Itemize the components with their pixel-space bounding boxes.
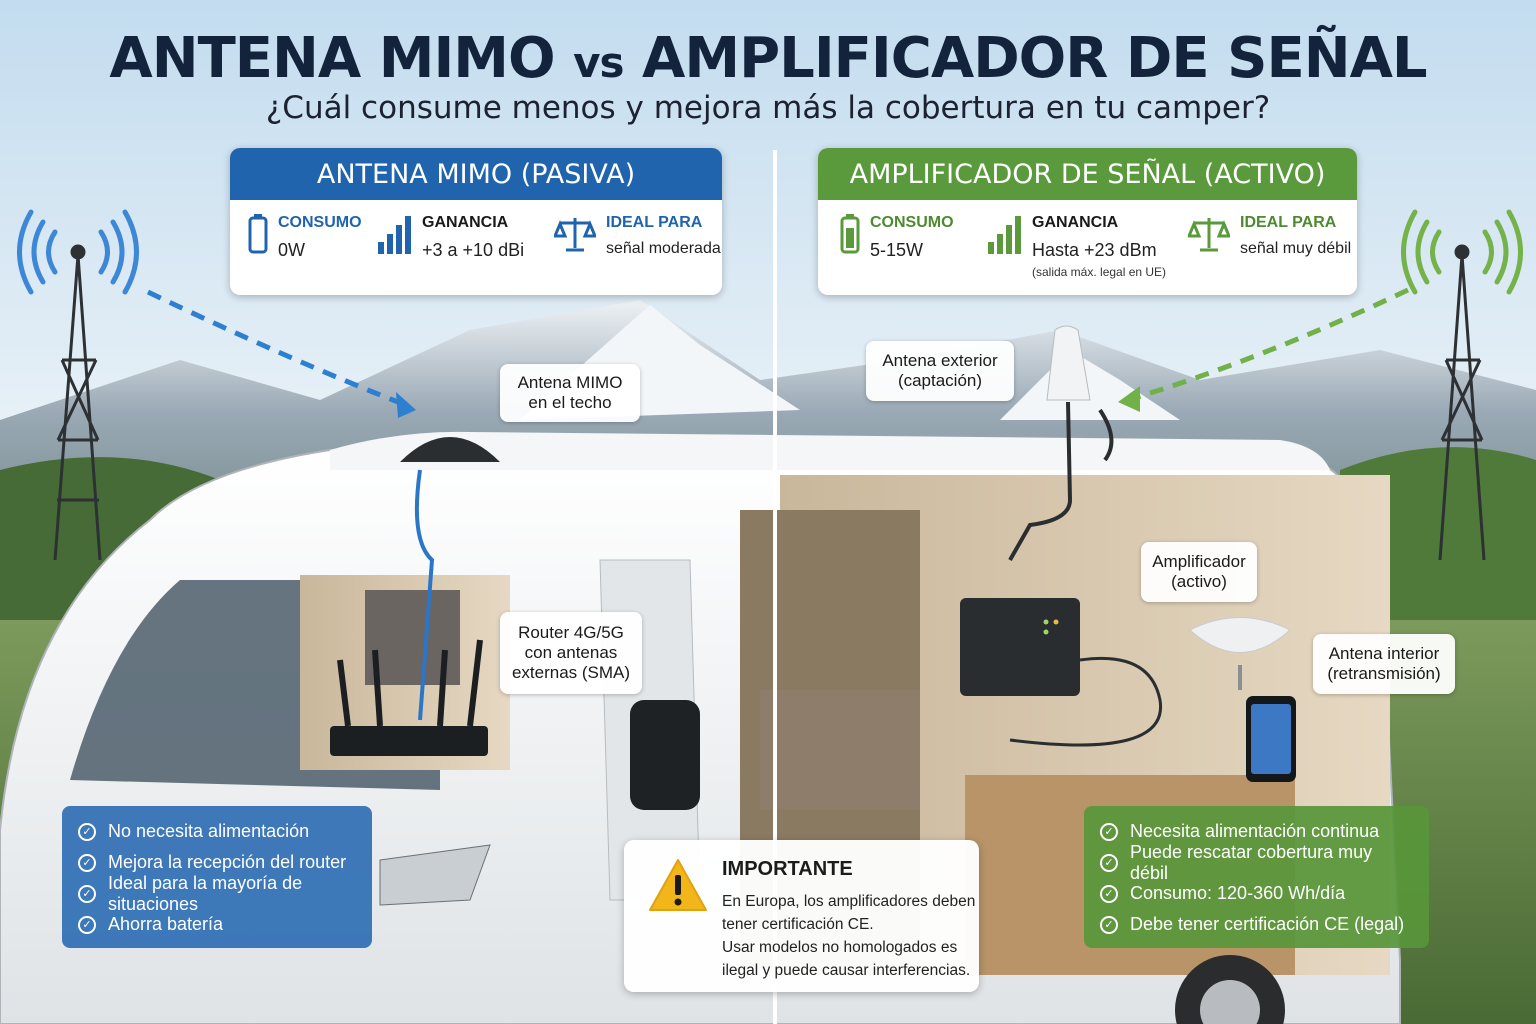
check-icon: ✓ <box>78 853 96 872</box>
mimo-consumo: CONSUMO 0W <box>248 214 362 261</box>
list-item: ✓Consumo: 120-360 Wh/día <box>1100 878 1413 909</box>
exterior-antenna-device <box>1008 325 1114 561</box>
callout-amplificador-line2: (activo) <box>1171 572 1227 591</box>
mimo-benefits-list: ✓No necesita alimentación ✓Mejora la rec… <box>62 806 372 948</box>
cell-tower-left <box>53 244 102 561</box>
mimo-antenna-device <box>400 437 500 721</box>
battery-icon <box>840 214 860 254</box>
warning-title: IMPORTANTE <box>722 858 853 880</box>
list-item: ✓Puede rescatar cobertura muy débil <box>1100 842 1413 883</box>
amplifier-ganancia-note: (salida máx. legal en UE) <box>1032 265 1167 279</box>
callout-router-line1: Router 4G/5G <box>518 623 624 642</box>
callout-amplificador: Amplificador (activo) <box>1141 542 1257 602</box>
callout-antena-exterior: Antena exterior (captación) <box>866 341 1014 401</box>
check-icon: ✓ <box>1100 853 1118 872</box>
cell-tower-right <box>1438 244 1486 561</box>
callout-antena-interior-line2: (retransmisión) <box>1327 664 1441 683</box>
router-device <box>330 639 488 756</box>
signal-arrow-right <box>1127 287 1410 403</box>
amplifier-consumo-value: 5-15W <box>870 240 924 260</box>
amplifier-ganancia: GANANCIA Hasta +23 dBm (salida máx. lega… <box>988 214 1166 279</box>
callout-antena-interior-line1: Antena interior <box>1328 644 1440 663</box>
amplifier-device <box>960 598 1163 747</box>
title-vs: vs <box>573 38 624 87</box>
page-title: ANTENA MIMO vs AMPLIFICADOR DE SEÑAL <box>0 26 1536 91</box>
warning-line-3: Usar modelos no homologados es <box>722 939 958 956</box>
warning-line-1: En Europa, los amplificadores deben <box>722 893 976 910</box>
callout-mimo-roof-line2: en el techo <box>528 393 612 412</box>
callout-router-line2: con antenas <box>524 643 618 662</box>
check-icon: ✓ <box>1100 915 1118 934</box>
signal-waves-left <box>17 209 139 295</box>
mimo-consumo-value: 0W <box>278 240 305 260</box>
check-icon: ✓ <box>1100 822 1118 841</box>
callout-antena-exterior-line1: Antena exterior <box>882 351 998 370</box>
title-left: ANTENA MIMO <box>109 26 555 91</box>
list-item: ✓Necesita alimentación continua <box>1100 816 1413 847</box>
callout-router: Router 4G/5G con antenas externas (SMA) <box>500 612 642 694</box>
callout-amplificador-line1: Amplificador <box>1152 552 1246 571</box>
mimo-consumo-label: CONSUMO <box>278 214 362 231</box>
amplifier-ideal-value: señal muy débil <box>1240 240 1352 257</box>
warning-icon <box>649 859 707 911</box>
check-icon: ✓ <box>78 822 96 841</box>
amplifier-consumo: CONSUMO 5-15W <box>840 214 954 261</box>
list-item: ✓No necesita alimentación <box>78 816 356 847</box>
interior-antenna-device <box>1189 617 1291 690</box>
list-item: ✓Ideal para la mayoría de situaciones <box>78 873 356 914</box>
mimo-ganancia-value: +3 a +10 dBi <box>422 240 525 260</box>
mimo-ideal-label: IDEAL PARA <box>606 214 703 231</box>
check-icon: ✓ <box>78 884 96 903</box>
callout-mimo-roof-line1: Antena MIMO <box>517 373 623 392</box>
balance-scale-icon <box>554 218 596 252</box>
title-right: AMPLIFICADOR DE SEÑAL <box>642 26 1428 91</box>
list-item: ✓Debe tener certificación CE (legal) <box>1100 909 1413 940</box>
signal-bars-icon <box>378 216 411 254</box>
amplifier-benefits-list: ✓Necesita alimentación continua ✓Puede r… <box>1084 806 1429 948</box>
warning-box: IMPORTANTE En Europa, los amplificadores… <box>624 840 979 992</box>
list-item: ✓Mejora la recepción del router <box>78 847 356 878</box>
amplifier-ganancia-value: Hasta +23 dBm <box>1032 240 1157 260</box>
battery-icon <box>248 214 268 254</box>
amplifier-ganancia-label: GANANCIA <box>1032 214 1119 231</box>
amplifier-panel-heading: AMPLIFICADOR DE SEÑAL (ACTIVO) <box>818 148 1357 200</box>
callout-mimo-roof: Antena MIMO en el techo <box>500 364 640 422</box>
warning-text: En Europa, los amplificadores deben tene… <box>722 890 975 982</box>
callout-antena-exterior-line2: (captación) <box>897 371 983 390</box>
check-icon: ✓ <box>78 915 96 934</box>
mimo-ideal-value: señal moderada <box>606 240 721 257</box>
mimo-spec-panel: ANTENA MIMO (PASIVA) CONSUMO 0W GANANCIA… <box>230 148 722 295</box>
amplifier-spec-panel: AMPLIFICADOR DE SEÑAL (ACTIVO) CONSUMO 5… <box>818 148 1357 295</box>
mimo-panel-heading: ANTENA MIMO (PASIVA) <box>230 148 722 200</box>
check-icon: ✓ <box>1100 884 1118 903</box>
callout-router-line3: externas (SMA) <box>511 663 631 682</box>
warning-line-4: ilegal y puede causar interferencias. <box>722 962 971 979</box>
mimo-ganancia: GANANCIA +3 a +10 dBi <box>378 214 524 261</box>
page-subtitle: ¿Cuál consume menos y mejora más la cobe… <box>265 90 1271 126</box>
signal-waves-right <box>1401 209 1523 295</box>
list-item: ✓Ahorra batería <box>78 909 356 940</box>
signal-arrow-left <box>146 289 409 409</box>
mimo-ganancia-label: GANANCIA <box>422 214 509 231</box>
balance-scale-icon <box>1188 218 1230 252</box>
smartphone <box>1246 696 1296 782</box>
callout-antena-interior: Antena interior (retransmisión) <box>1313 634 1455 694</box>
amplifier-ideal-label: IDEAL PARA <box>1240 214 1337 231</box>
signal-bars-icon <box>988 216 1021 254</box>
mimo-ideal: IDEAL PARA señal moderada <box>554 214 721 258</box>
amplifier-ideal: IDEAL PARA señal muy débil <box>1188 214 1351 258</box>
amplifier-consumo-label: CONSUMO <box>870 214 954 231</box>
warning-line-2: tener certificación CE. <box>722 916 874 933</box>
